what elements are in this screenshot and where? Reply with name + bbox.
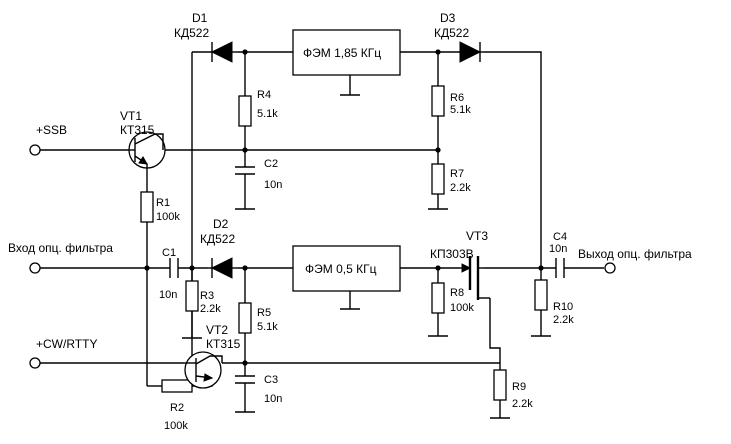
vt3-ref: VT3 [466,229,488,243]
filter-upper-label: ФЭМ 1,85 КГц [303,46,381,60]
input-label: Вход опц. фильтра [8,241,113,255]
d3-type: КД522 [434,26,469,40]
r4-body [238,95,252,127]
filter-lower-label: ФЭМ 0,5 КГц [305,262,377,276]
r8-body [431,282,445,314]
r7-value: 2.2k [450,182,471,194]
vt2-symbol [184,351,223,389]
c1-symbol [169,258,179,278]
diodes [192,41,484,279]
vt1-type: КТ315 [120,123,155,137]
ssb-terminal [29,144,41,156]
r9-body [493,369,507,401]
labels: +SSB Вход опц. фильтра +CW/RTTY Выход оп… [8,11,692,432]
r4-value: 5.1k [257,108,278,120]
vt1-symbol [128,131,166,174]
c4-ref: C4 [553,231,567,243]
d1-ref: D1 [192,11,208,25]
r2-ref: R2 [170,402,184,414]
r2-value: 100k [164,420,188,432]
r6-ref: R6 [450,92,464,104]
input-terminal [29,262,41,274]
capacitors [169,166,565,384]
r10-value: 2.2k [553,314,574,326]
c4-symbol [555,258,565,278]
r8-ref: R8 [450,287,464,299]
r5-body [238,302,252,334]
output-terminal [604,262,616,274]
c3-value: 10n [264,393,282,405]
c2-ref: C2 [264,158,278,170]
vt1-ref: VT1 [120,109,142,123]
r4-ref: R4 [257,89,271,101]
wires [40,51,604,419]
r3-ref: R3 [200,290,214,302]
c3-symbol [235,375,255,384]
filter-upper [292,29,401,76]
cw-terminal [29,357,41,369]
r6-body [431,85,445,117]
r10-ref: R10 [553,301,573,313]
d1-symbol [192,41,238,63]
c1-value: 10n [159,289,177,301]
r1-value: 100k [156,211,180,223]
vt3-symbol [460,256,490,300]
r2-body [161,379,193,393]
vt2-type: КТ315 [206,337,241,351]
d1-type: КД522 [174,26,209,40]
r10-body [534,279,548,311]
vt3-type: КП303В [430,247,474,261]
d2-symbol [208,257,238,279]
r9-ref: R9 [512,381,526,393]
r7-body [431,163,445,195]
r8-value: 100k [450,302,474,314]
r5-value: 5.1k [257,321,278,333]
junction-dots [144,49,544,366]
vt2-ref: VT2 [206,323,228,337]
d2-type: КД522 [200,232,235,246]
d3-symbol [459,41,484,63]
c2-symbol [235,166,255,175]
c1-ref: C1 [162,247,176,259]
filter-lower [292,245,401,292]
terminals [29,144,616,369]
r1-body [140,191,154,223]
output-label: Выход опц. фильтра [578,247,692,261]
r5-ref: R5 [257,307,271,319]
r3-body [185,280,199,312]
c2-value: 10n [264,179,282,191]
r1-ref: R1 [156,197,170,209]
d3-ref: D3 [440,11,456,25]
c4-value: 10n [549,243,567,255]
r3-value: 2.2k [200,303,221,315]
resistors [140,85,548,401]
d2-ref: D2 [213,217,229,231]
ssb-label: +SSB [36,123,67,137]
c3-ref: C3 [264,374,278,386]
r7-ref: R7 [450,168,464,180]
r9-value: 2.2k [512,398,533,410]
cw-label: +CW/RTTY [36,337,97,351]
r6-value: 5.1k [450,104,471,116]
